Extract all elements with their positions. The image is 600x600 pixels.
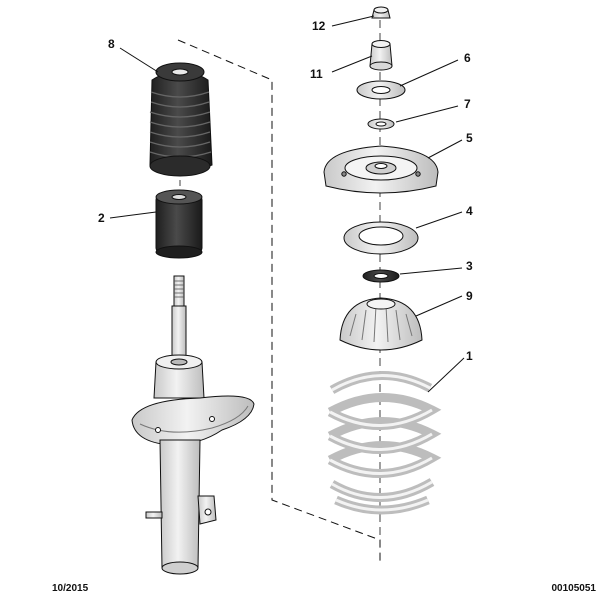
callout-4: 4: [466, 204, 473, 218]
part-6-cup-washer: [356, 80, 406, 100]
part-5-top-mount: [323, 145, 439, 194]
part-8-dust-boot: [149, 62, 213, 177]
callout-3: 3: [466, 259, 473, 273]
assembly-dashed-line: [177, 39, 381, 565]
part-4-bearing: [343, 221, 419, 255]
callout-12: 12: [312, 19, 326, 33]
footer-reference-number: 00105051: [551, 583, 597, 594]
footer-date: 10/2015: [52, 583, 89, 594]
callout-7: 7: [464, 97, 471, 111]
callout-1: 1: [466, 349, 473, 363]
callout-5: 5: [466, 131, 473, 145]
part-3-washer: [362, 269, 400, 283]
callout-2: 2: [98, 211, 105, 225]
callout-8: 8: [108, 37, 115, 51]
part-12-nut: [371, 6, 391, 19]
part-9-spring-seat: [339, 297, 423, 351]
part-2-bump-stop: [155, 189, 203, 259]
part-7-washer: [367, 118, 395, 130]
callout-9: 9: [466, 289, 473, 303]
leader-lines: [109, 15, 465, 393]
callout-6: 6: [464, 51, 471, 65]
part-1-coil-spring: [327, 371, 442, 515]
part-11-sleeve: [369, 40, 393, 71]
callout-11: 11: [310, 67, 323, 81]
strut-assembly: [131, 275, 255, 575]
